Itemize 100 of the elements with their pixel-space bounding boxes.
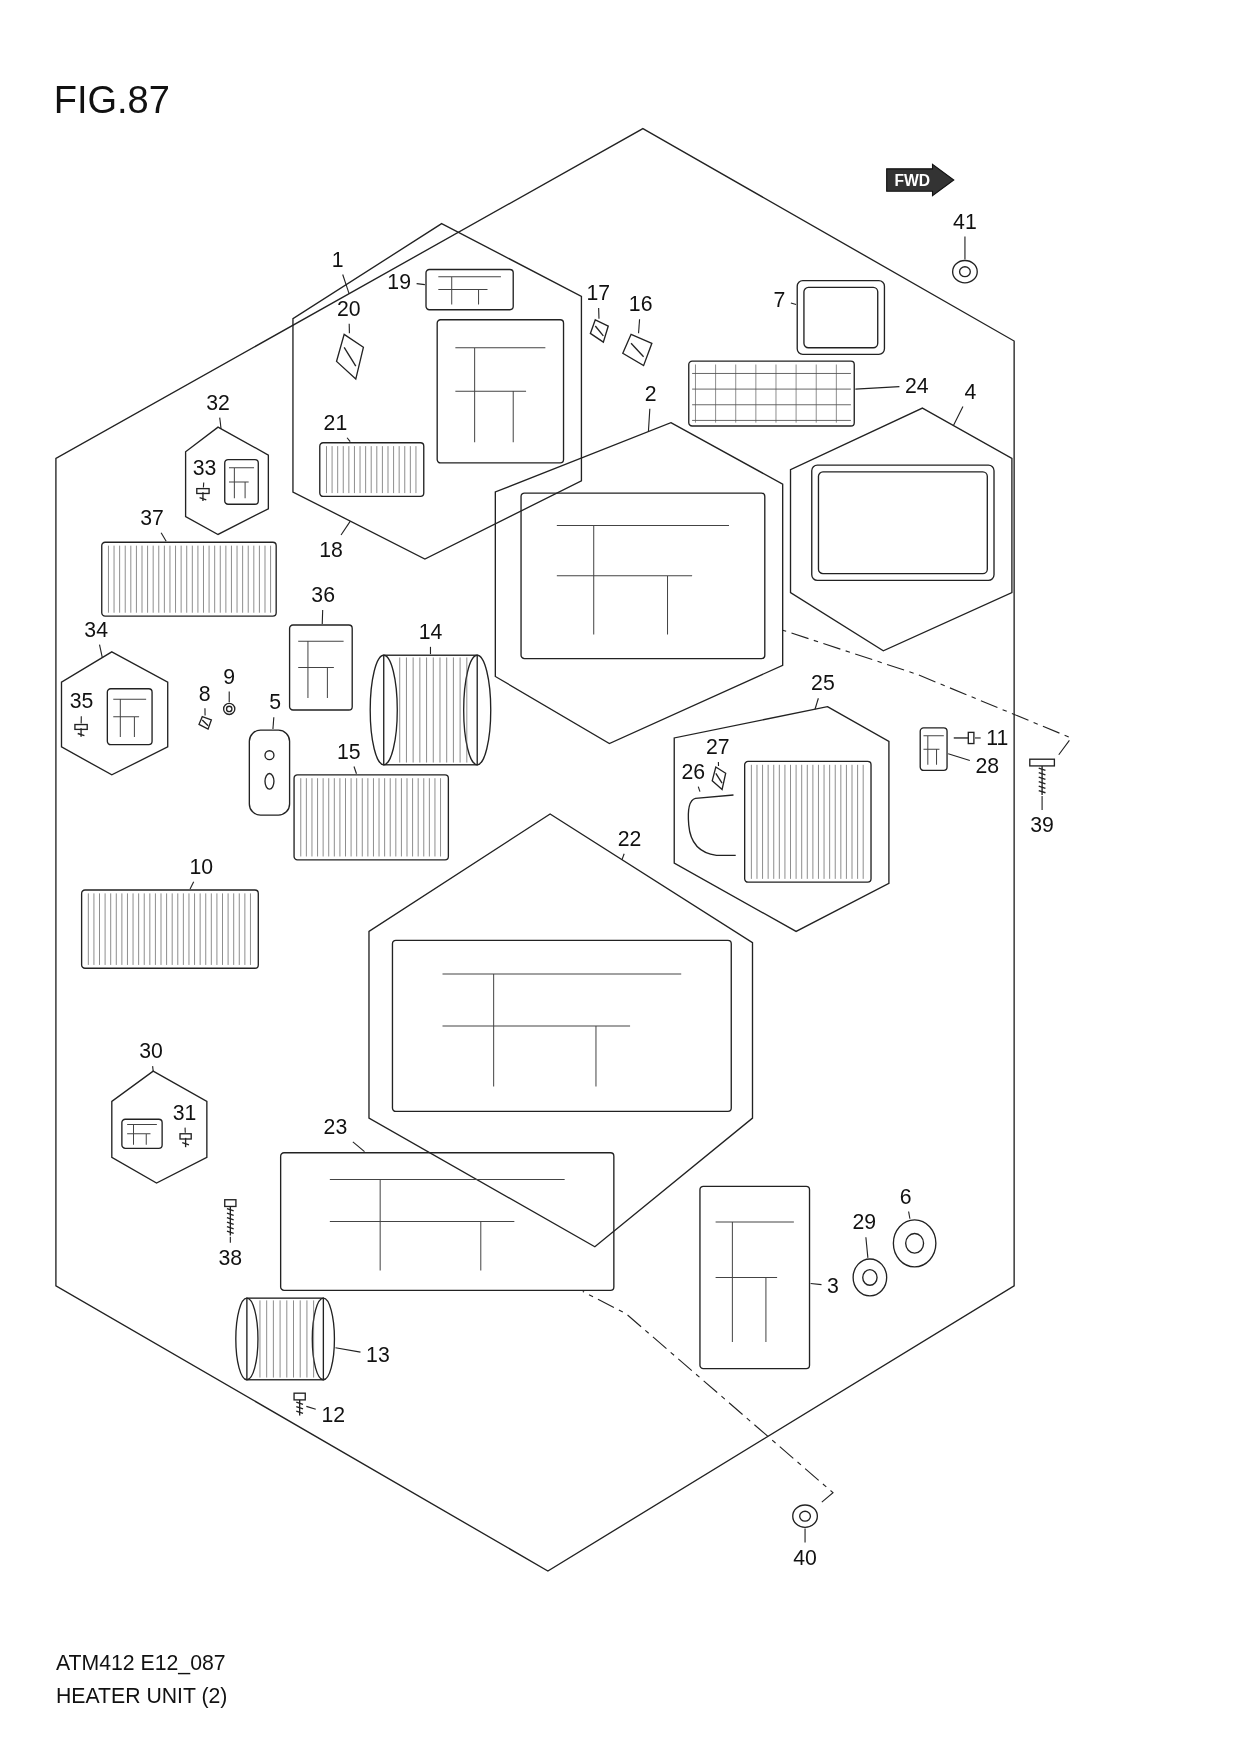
heater-core-drawing	[80, 888, 260, 970]
screw-drawing	[178, 1132, 193, 1149]
leader-line	[204, 707, 206, 717]
callout-number: 14	[416, 620, 445, 644]
callout-number: 5	[266, 690, 284, 714]
leader-line	[810, 1282, 823, 1286]
leader-line	[202, 481, 205, 489]
leader-line	[305, 1405, 317, 1410]
leader-line	[346, 437, 351, 443]
leader-line	[790, 302, 797, 306]
leader-line	[429, 646, 432, 655]
callout-number: 20	[334, 296, 363, 321]
nut-drawing	[951, 259, 979, 284]
callout-number: 33	[190, 455, 219, 480]
callout-number: 39	[1028, 813, 1057, 837]
block-drawing	[919, 726, 949, 772]
callout-number: 16	[626, 292, 655, 316]
leader-line	[229, 1236, 231, 1244]
clip-drawing	[589, 318, 610, 344]
bolt-drawing	[1028, 758, 1056, 797]
callout-number: 27	[703, 735, 732, 759]
leader-line	[647, 408, 651, 433]
washer-drawing	[222, 702, 236, 716]
screw-drawing	[292, 1392, 307, 1417]
callout-number: 4	[962, 379, 979, 404]
lever-drawing	[335, 333, 365, 381]
figure-caption: HEATER UNIT (2)	[55, 1683, 228, 1709]
panel-drawing	[318, 441, 425, 498]
duct-drawing	[698, 1185, 811, 1370]
leader-line	[947, 753, 971, 761]
callout-number: 18	[316, 538, 345, 562]
attachment-line	[582, 1290, 834, 1503]
callout-number: 19	[385, 270, 414, 294]
duct-drawing	[424, 268, 515, 311]
leader-line	[621, 853, 625, 861]
leader-line	[80, 715, 82, 724]
leader-line	[152, 1065, 154, 1072]
callout-number: 8	[196, 681, 213, 705]
leader-line	[952, 405, 964, 427]
leader-line	[638, 318, 641, 334]
callout-number: 3	[824, 1274, 842, 1298]
leader-line	[342, 273, 350, 295]
callout-number: 30	[136, 1039, 165, 1063]
callout-number: 7	[771, 287, 788, 312]
callout-number: 31	[170, 1100, 199, 1125]
leader-line	[814, 697, 819, 710]
leader-line	[697, 786, 701, 793]
callout-number: 24	[902, 374, 931, 398]
leader-line	[804, 1527, 806, 1543]
callout-number: 34	[82, 617, 111, 642]
assembly-outline	[185, 427, 269, 535]
disc-drawing	[892, 1218, 937, 1268]
housing-drawing	[519, 491, 766, 660]
leader-line	[189, 881, 195, 890]
callout-number: 40	[791, 1545, 820, 1570]
assembly-outline	[369, 814, 753, 1247]
leader-line	[865, 1236, 869, 1259]
drum-drawing	[369, 654, 492, 766]
housing-drawing	[391, 939, 733, 1113]
callout-number: 29	[850, 1210, 879, 1234]
leader-line	[908, 1210, 911, 1220]
leader-line	[352, 1141, 366, 1153]
callout-number: 23	[321, 1115, 350, 1139]
assembly-outline	[61, 651, 168, 775]
blower-motor-drawing	[234, 1297, 336, 1381]
callout-number: 22	[615, 826, 644, 851]
leader-line	[321, 609, 324, 625]
direction-label: FWD	[894, 171, 931, 189]
filter-drawing	[100, 541, 278, 618]
callout-number: 38	[216, 1246, 245, 1270]
callout-number: 11	[984, 726, 1011, 750]
leader-line	[334, 1347, 362, 1353]
grommet-drawing	[852, 1257, 888, 1297]
callout-number: 41	[950, 209, 979, 234]
callout-number: 6	[897, 1184, 914, 1209]
callout-number: 36	[309, 583, 338, 607]
leader-line	[219, 417, 222, 430]
callout-number: 21	[321, 410, 350, 435]
leader-line	[598, 307, 600, 320]
clip-drawing	[197, 715, 213, 731]
leader-line	[353, 765, 357, 775]
screw-drawing	[952, 731, 975, 745]
leader-line	[184, 1127, 186, 1134]
screw-drawing	[73, 723, 89, 738]
leader-line	[416, 283, 426, 286]
evaporator-drawing	[743, 760, 873, 884]
callout-number: 35	[67, 689, 96, 713]
grille-drawing	[687, 360, 856, 428]
leader-line	[1041, 795, 1043, 811]
leader-line	[964, 235, 966, 260]
case-drawing	[279, 1151, 615, 1292]
leader-line	[340, 520, 351, 536]
callout-number: 1	[329, 247, 346, 272]
leader-line	[272, 716, 275, 730]
callout-number: 12	[319, 1402, 348, 1427]
leader-line	[98, 644, 103, 659]
attachment-line	[782, 629, 1073, 756]
callout-number: 10	[187, 854, 216, 879]
leader-line	[228, 691, 230, 703]
figure-title: FIG.87	[53, 78, 170, 122]
